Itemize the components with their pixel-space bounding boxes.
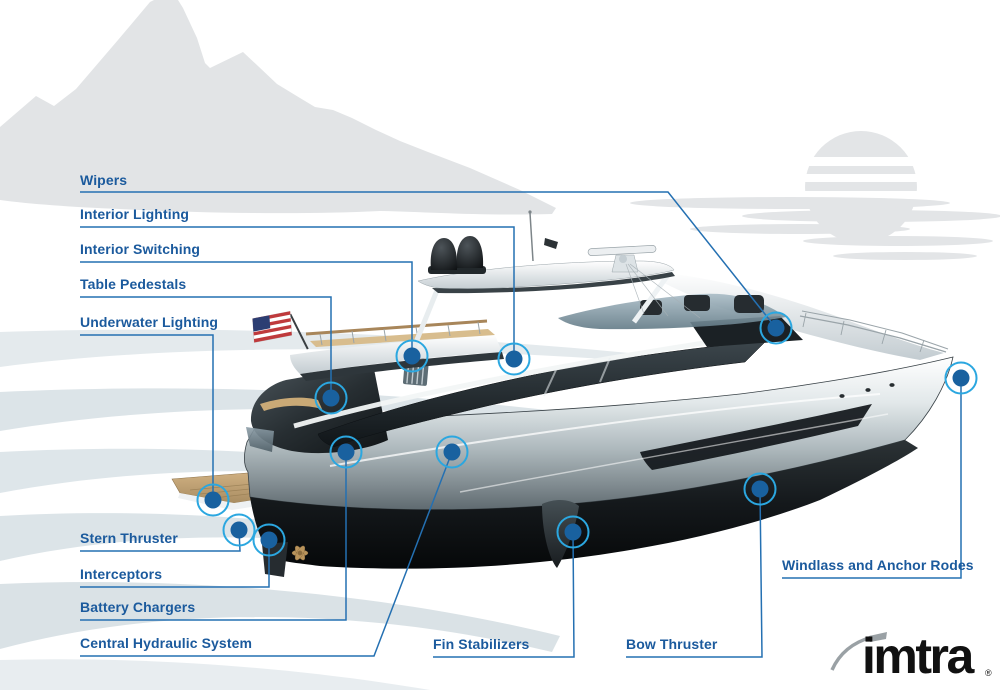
callout-line-interior-lighting [80,226,515,359]
marker-ring-wipers [759,311,793,345]
marker-interior-lighting[interactable] [505,350,523,368]
hull-highlight [329,393,881,467]
label-interceptors[interactable]: Interceptors [80,566,163,582]
marker-battery-chargers[interactable] [337,443,355,461]
marker-bow-thruster[interactable] [751,480,769,498]
radar-icon [587,245,657,273]
marker-central-hydraulic-system[interactable] [443,443,461,461]
callout-line-bow-thruster [626,488,763,658]
flybridge-teak [310,329,495,347]
marker-fin-stabilizers[interactable] [564,523,582,541]
label-battery-chargers[interactable]: Battery Chargers [80,599,196,615]
marker-ring-bow-thruster [743,472,777,506]
marker-wipers[interactable] [767,319,785,337]
callout-line-interior-switching [80,261,413,356]
callout-line-underwater-lighting [80,334,214,500]
label-windlass-and-anchor-rodes[interactable]: Windlass and Anchor Rodes [782,557,974,573]
window-mullions [543,357,611,397]
marker-ring-table-pedestals [314,381,348,415]
label-stern-thruster[interactable]: Stern Thruster [80,530,178,546]
yacht-illustration [171,210,954,577]
marker-underwater-lighting[interactable] [204,491,222,509]
marker-ring-battery-chargers [329,435,363,469]
marker-table-pedestals[interactable] [322,389,340,407]
label-bow-thruster[interactable]: Bow Thruster [626,636,718,652]
callout-line-central-hydraulic-system [80,451,453,657]
portholes [839,383,895,398]
hull-bottom [250,440,918,569]
marker-stern-thruster[interactable] [230,521,248,539]
label-central-hydraulic-system[interactable]: Central Hydraulic System [80,635,253,651]
helm-seats [640,295,764,315]
marker-windlass-and-anchor-rodes[interactable] [952,369,970,387]
marker-interceptors[interactable] [260,531,278,549]
registered-mark: ® [985,668,992,678]
rigging-lines [625,263,701,319]
callout-line-fin-stabilizers [433,531,575,658]
marker-ring-fin-stabilizers [556,515,590,549]
label-wipers[interactable]: Wipers [80,172,128,188]
logo-swoosh [830,632,887,671]
aft-railing [305,319,488,336]
us-flag [252,311,309,350]
pilothouse-roof [654,272,944,360]
callout-line-windlass-and-anchor-rodes [782,378,962,579]
bow-railing [799,310,949,353]
flybridge-glass [558,293,786,330]
callout-line-wipers [80,191,777,329]
label-interior-switching[interactable]: Interior Switching [80,241,201,257]
marker-ring-interior-lighting [497,342,531,376]
mountain-silhouette [0,0,556,215]
callout-layer [80,191,978,658]
imtra-logo: imtra ® [828,622,998,684]
marker-ring-interior-switching [395,339,429,373]
hull-glass-slash [640,404,872,470]
horn [544,238,558,249]
sun-and-clouds [630,131,1000,260]
windshield-pillar-front [631,269,674,324]
callout-line-table-pedestals [80,296,332,398]
antenna-mast [529,212,534,262]
marker-ring-underwater-lighting [196,483,230,517]
aft-wood-cap [260,397,322,411]
satellite-domes [428,236,486,274]
logo-wordmark: imtra [862,628,974,684]
marker-ring-windlass-and-anchor-rodes [944,361,978,395]
marker-ring-interceptors [252,523,286,557]
label-underwater-lighting[interactable]: Underwater Lighting [80,314,219,330]
callout-line-battery-chargers [80,452,347,621]
aft-corner-window [246,427,274,452]
marker-ring-central-hydraulic-system [435,435,469,469]
marker-ring-stern-thruster [222,513,256,547]
label-fin-stabilizers[interactable]: Fin Stabilizers [433,636,530,652]
label-table-pedestals[interactable]: Table Pedestals [80,276,187,292]
main-glass-band [317,340,767,448]
yacht-hull [244,356,954,511]
propeller [291,545,309,561]
marker-interior-switching[interactable] [403,347,421,365]
label-interior-lighting[interactable]: Interior Lighting [80,206,190,222]
